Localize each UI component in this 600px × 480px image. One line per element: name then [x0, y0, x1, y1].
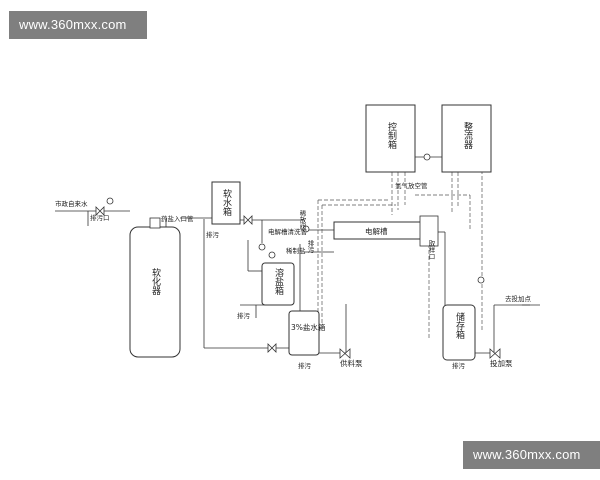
- label-soft-tank: 软水箱: [221, 188, 232, 217]
- watermark-top: www.360mxx.com: [9, 11, 147, 39]
- label-drain-5: 排污: [298, 361, 312, 370]
- label-sample-port: 取样口: [427, 240, 435, 260]
- label-storage-tank: 储存箱: [454, 311, 465, 340]
- dissolve-salt-tank: [261, 262, 295, 306]
- soft-water-tank: [211, 181, 241, 225]
- label-dosing-pump: 投加泵: [490, 358, 513, 368]
- label-to-dosing: 去投加点: [505, 294, 532, 303]
- label-salt-inlet: 药盐入口管: [161, 214, 194, 223]
- label-drain-1: 排污口: [90, 213, 110, 222]
- watermark-bottom: www.360mxx.com: [463, 441, 600, 469]
- label-drain-6: 排污: [306, 239, 314, 255]
- label-vent-valve: 稀放阀: [298, 209, 306, 231]
- rectifier: [441, 104, 492, 173]
- label-drain-4: 排污: [237, 311, 251, 320]
- control-box: [365, 104, 416, 173]
- label-brine-tank: 3%盐水箱: [291, 322, 326, 332]
- label-salt-water: 稀制盐: [286, 246, 306, 255]
- storage-tank: [442, 304, 476, 361]
- label-softener: 软化器: [150, 267, 161, 295]
- label-drain-7: 排污: [452, 361, 466, 370]
- label-city-water: 市政自来水: [55, 199, 88, 208]
- label-cell: 电解槽: [365, 226, 388, 236]
- label-dissolve-tank: 溶盐箱: [273, 267, 284, 296]
- label-feed-pump: 供料泵: [340, 358, 363, 368]
- label-drain-2: 排污: [206, 230, 220, 239]
- brine-tank: [288, 310, 320, 356]
- label-vent-pipe: 氢气放空管: [395, 181, 428, 190]
- label-cleaning-pipe: 电解槽清洗管: [268, 227, 308, 236]
- label-control-box: 控制箱: [386, 121, 397, 150]
- label-rectifier: 整流器: [462, 121, 473, 149]
